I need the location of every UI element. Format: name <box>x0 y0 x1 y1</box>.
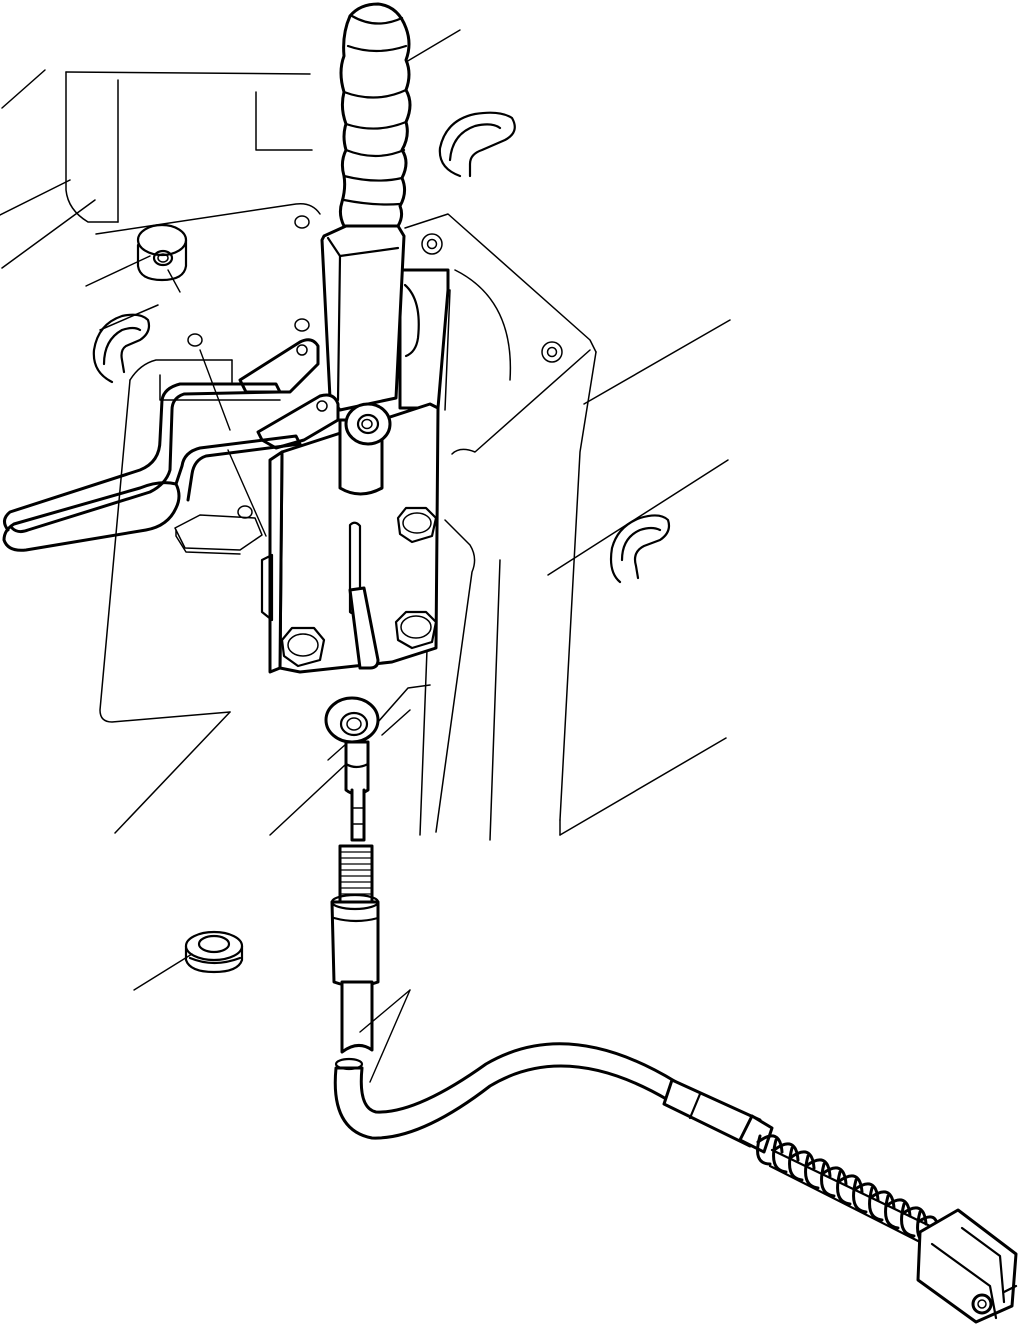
bracket-bolt-top <box>396 506 438 544</box>
leader-lever <box>405 29 461 63</box>
leader-cable-1 <box>359 989 411 1033</box>
leader-clip-1 <box>199 349 231 431</box>
parking-brake-lever <box>320 2 412 496</box>
brake-cable-threaded-end <box>330 844 380 1054</box>
leader-clip-2 <box>227 449 267 537</box>
clevis-ball-joint <box>324 696 380 842</box>
leader-grommet <box>133 953 193 991</box>
lever-bracket <box>260 268 450 674</box>
grommet <box>184 930 244 974</box>
spacer-nut <box>136 223 188 282</box>
hook-tab-right-mid <box>609 514 671 584</box>
hook-tab-top-right <box>438 111 516 178</box>
hook-tab-left <box>92 313 151 384</box>
bracket-bolt-bottom-left <box>280 626 326 668</box>
cable-clevis-end <box>916 1208 1018 1324</box>
brake-cable <box>333 1042 1018 1324</box>
cable-return-spring <box>756 1134 940 1246</box>
leader-spacer-nut <box>85 255 151 287</box>
bracket-bolt-bottom-right <box>394 610 438 650</box>
console-body-outline <box>0 69 731 841</box>
leader-cable-2 <box>369 989 411 1083</box>
leader-spacer-to-hole <box>167 269 181 293</box>
spring-clip <box>2 382 302 552</box>
leader-clevis <box>327 743 347 761</box>
